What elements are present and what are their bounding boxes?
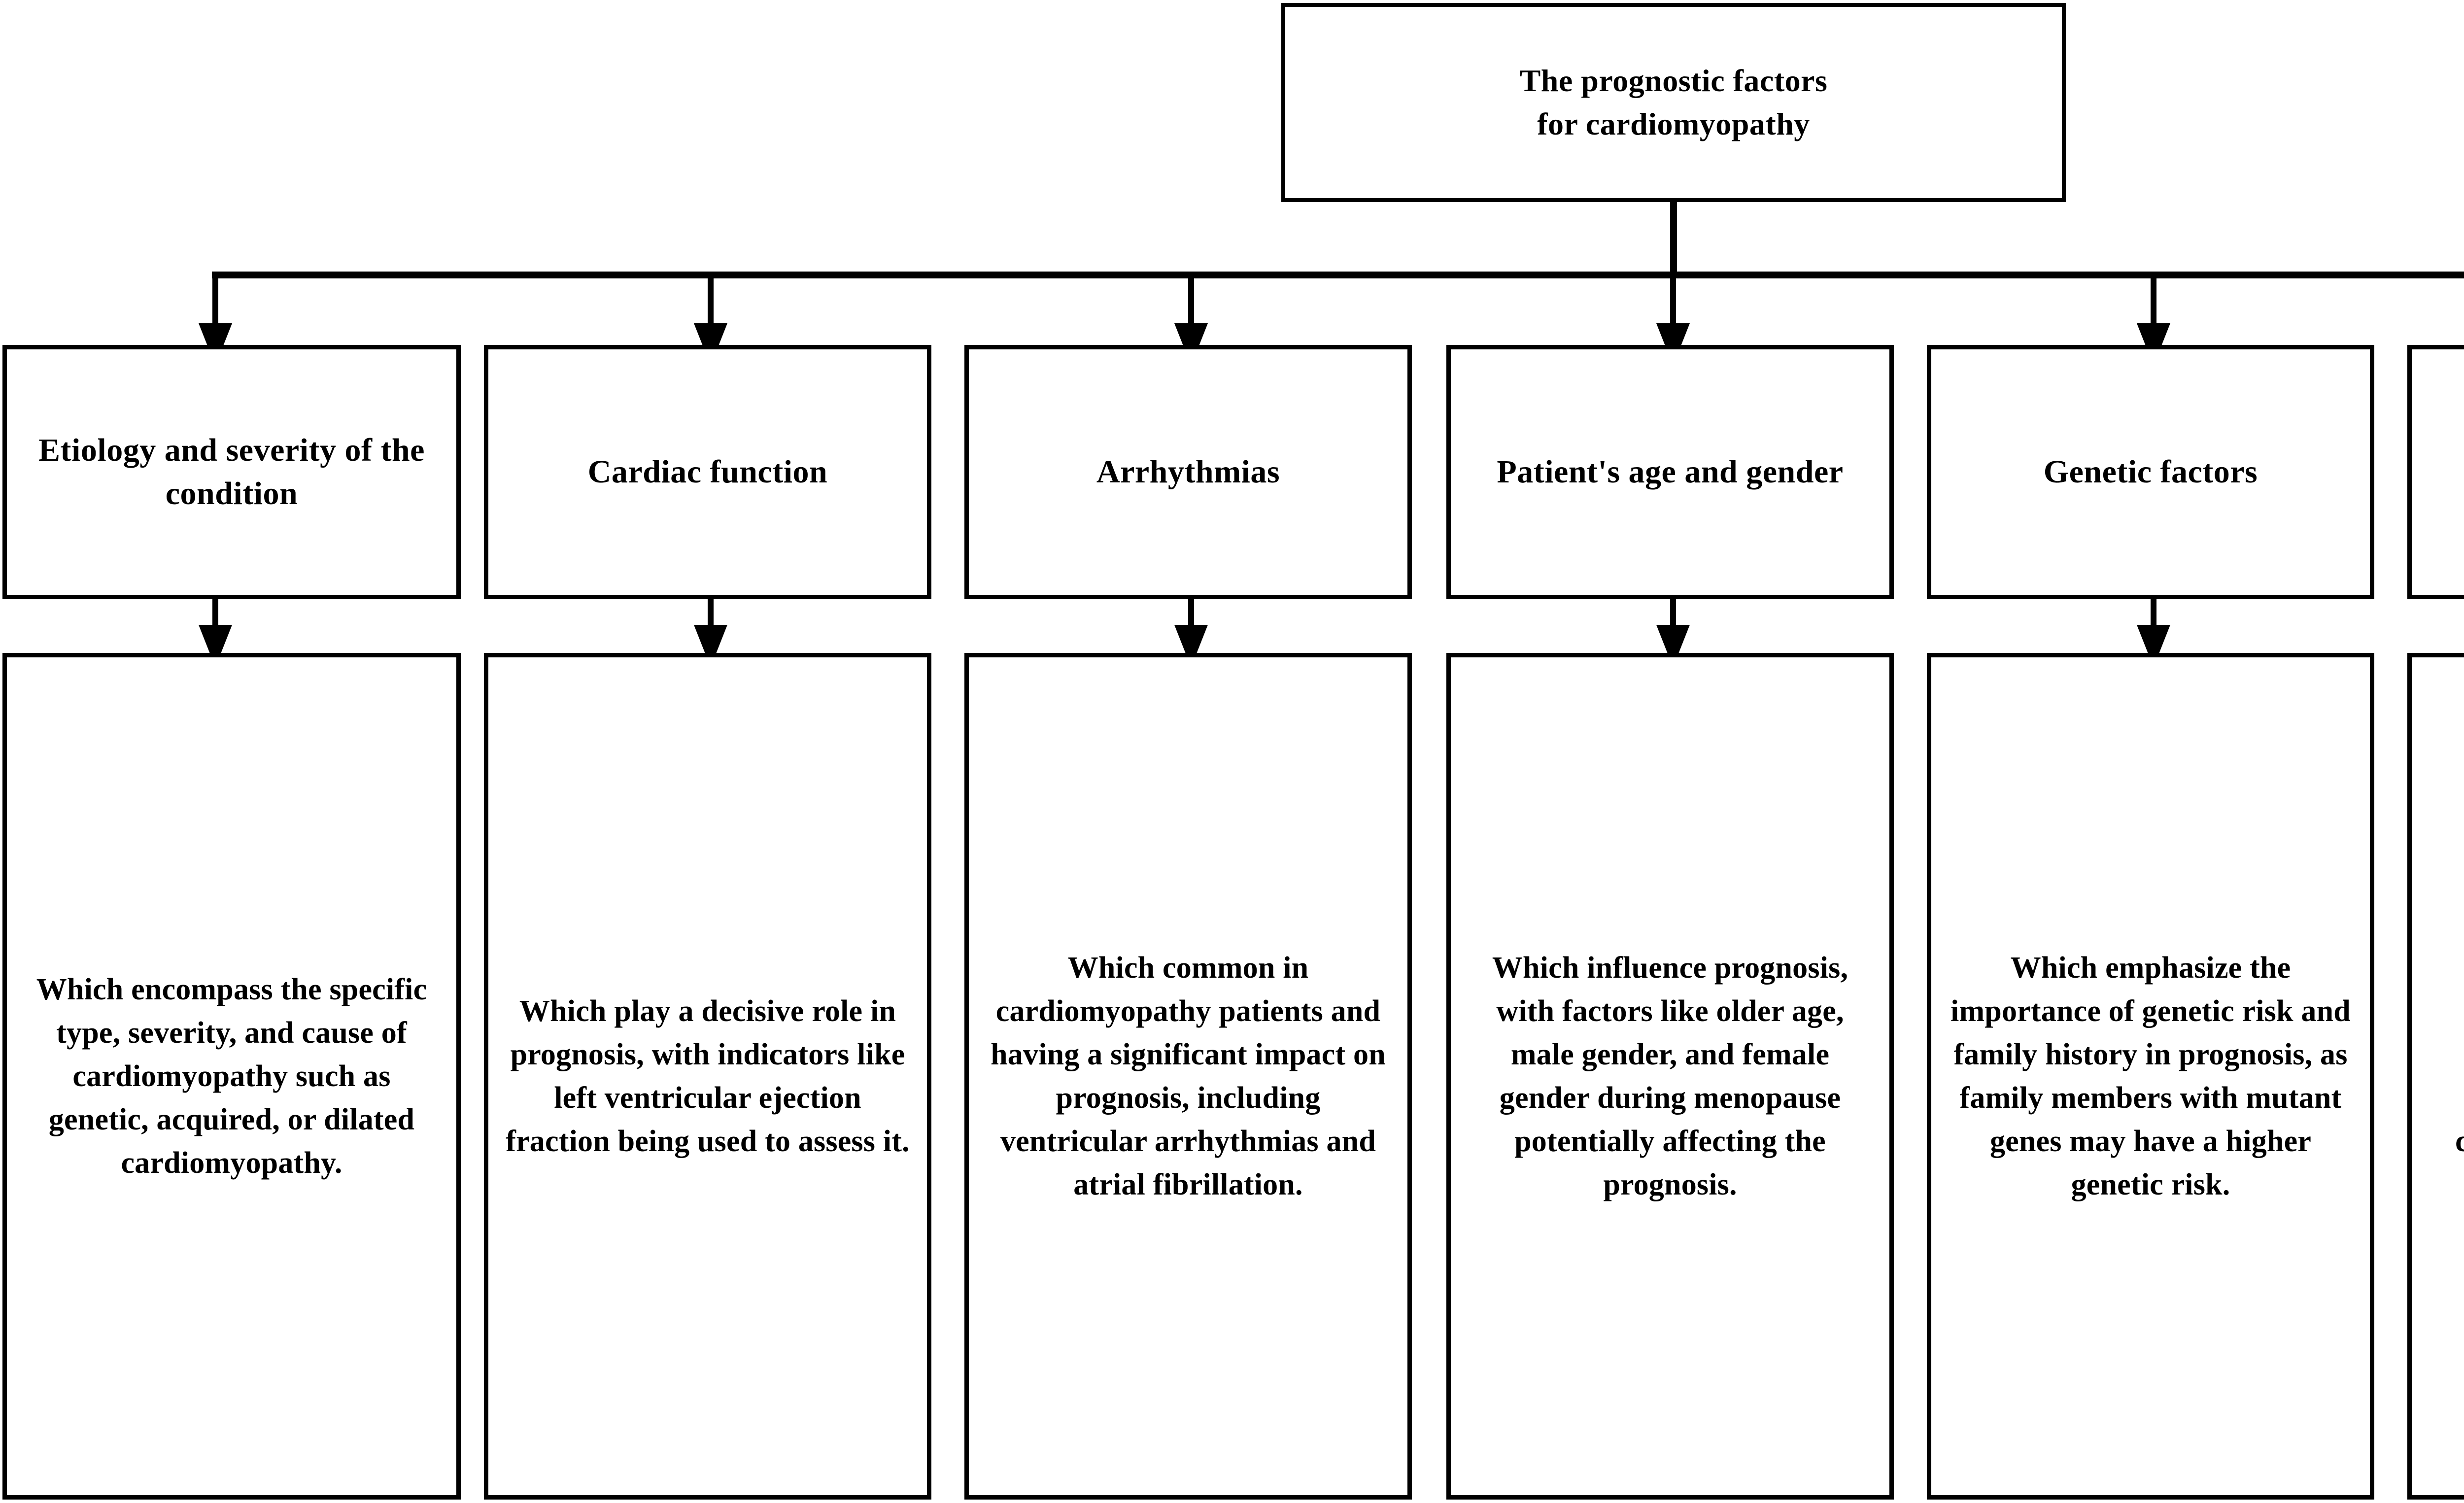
detail-text-2: Which play a decisive role in prognosis,… [506, 994, 910, 1159]
category-label-3: Arrhythmias [1096, 453, 1280, 490]
category-box-6: Concomitant diseases [2407, 345, 2464, 599]
category-detail-line-1 [212, 599, 218, 627]
category-detail-line-4 [1670, 599, 1676, 627]
detail-box-2: Which play a decisive role in prognosis,… [484, 653, 931, 1500]
detail-text-3: Which common in cardiomyopathy patients … [991, 951, 1386, 1202]
detail-box-6: Such as hypertension and diabetes, that … [2407, 653, 2464, 1500]
category-detail-line-3 [1188, 599, 1194, 627]
bus-drop-line-5 [2151, 274, 2156, 325]
category-box-5: Genetic factors [1927, 345, 2374, 599]
root-node-prognostic-factors: The prognostic factors for cardiomyopath… [1281, 3, 2066, 202]
category-box-2: Cardiac function [484, 345, 931, 599]
detail-text-1: Which encompass the specific type, sever… [36, 972, 427, 1180]
detail-text-4: Which influence prognosis, with factors … [1492, 951, 1848, 1202]
detail-text-6: Such as hypertension and diabetes, that … [2455, 951, 2464, 1159]
bus-drop-line-2 [708, 274, 714, 325]
category-label-1: Etiology and severity of the condition [38, 432, 425, 512]
category-box-1: Etiology and severity of the condition [2, 345, 461, 599]
category-detail-line-5 [2151, 599, 2156, 627]
category-label-4: Patient's age and gender [1497, 453, 1844, 490]
detail-text-5: Which emphasize the importance of geneti… [1951, 951, 2351, 1202]
category-box-4: Patient's age and gender [1446, 345, 1894, 599]
distribution-bus-line [212, 272, 2464, 278]
root-node-label-line1: The prognostic factors [1519, 63, 1828, 98]
bus-drop-line-3 [1188, 274, 1194, 325]
root-connector-stem [1670, 202, 1677, 277]
detail-box-4: Which influence prognosis, with factors … [1446, 653, 1894, 1500]
bus-drop-line-1 [212, 274, 218, 325]
root-node-label-line2: for cardiomyopathy [1537, 106, 1810, 141]
detail-box-3: Which common in cardiomyopathy patients … [964, 653, 1412, 1500]
detail-box-1: Which encompass the specific type, sever… [2, 653, 461, 1500]
category-label-5: Genetic factors [2043, 453, 2258, 490]
detail-box-5: Which emphasize the importance of geneti… [1927, 653, 2374, 1500]
category-label-2: Cardiac function [587, 453, 828, 490]
root-node-label: The prognostic factors for cardiomyopath… [1520, 59, 1828, 146]
category-detail-line-2 [708, 599, 714, 627]
bus-drop-line-4 [1670, 274, 1676, 325]
category-box-3: Arrhythmias [964, 345, 1412, 599]
